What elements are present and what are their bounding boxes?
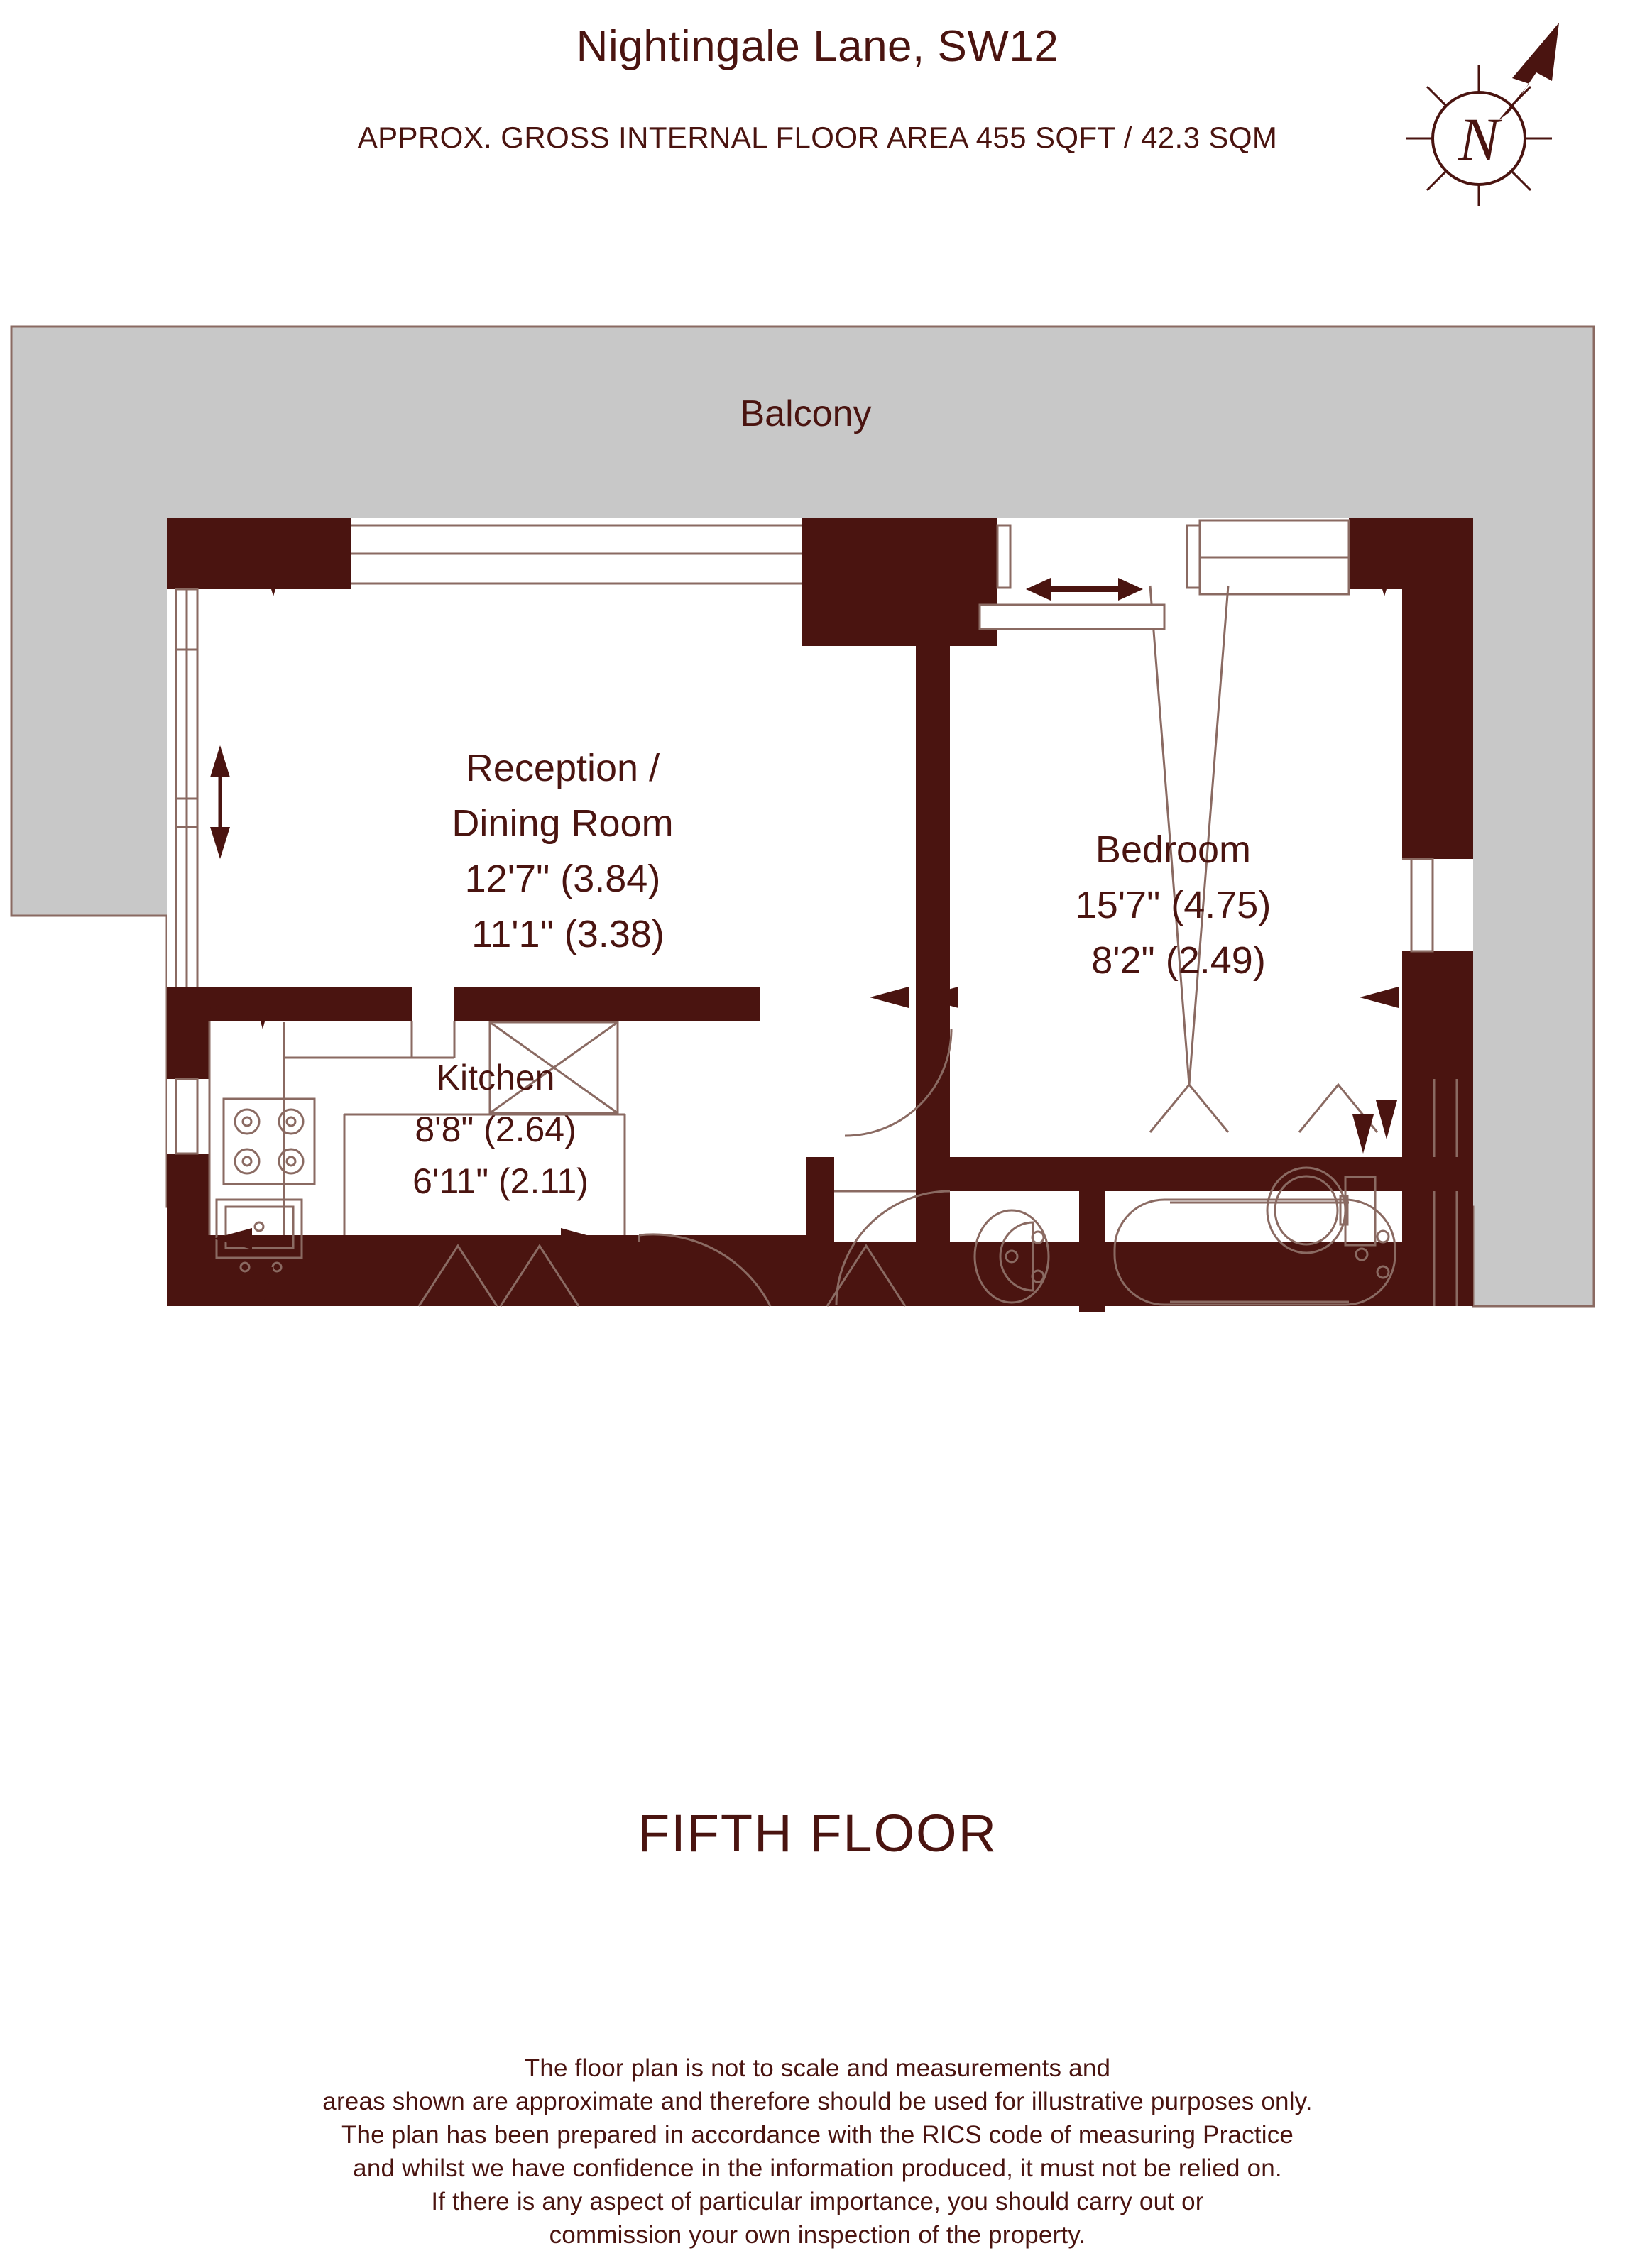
kitchen-sink-icon	[215, 1198, 303, 1273]
disclaimer-line: areas shown are approximate and therefor…	[322, 2088, 1313, 2115]
disclaimer-line: The plan has been prepared in accordance…	[341, 2121, 1294, 2149]
floor-plan: Balcony Reception / Dining Room 12'7" (3…	[10, 325, 1595, 1312]
toilet-icon	[1266, 1166, 1377, 1254]
room-label-bedroom: Bedroom 15'7" (4.75) 8'2" (2.49)	[1076, 828, 1282, 982]
floor-caption: FIFTH FLOOR	[637, 1804, 998, 1863]
disclaimer: The floor plan is not to scale and measu…	[0, 2051, 1635, 2252]
disclaimer-line: If there is any aspect of particular imp…	[431, 2188, 1204, 2215]
room-label-reception-dining-room: Reception / Dining Room 12'7" (3.84) 11'…	[452, 747, 684, 955]
kitchen-hob-icon	[222, 1097, 316, 1185]
room-label-kitchen: Kitchen 8'8" (2.64) 6'11" (2.11)	[412, 1058, 589, 1201]
dimension-arrows	[209, 561, 1399, 1306]
door-bedroom	[844, 1029, 953, 1137]
disclaimer-line: and whilst we have confidence in the inf…	[353, 2154, 1282, 2182]
floor-area-subtitle: APPROX. GROSS INTERNAL FLOOR AREA 455 SQ…	[357, 121, 1278, 154]
compass-arrow-icon	[1498, 23, 1559, 121]
compass-circle	[1431, 91, 1526, 186]
bathtub-icon	[1113, 1198, 1396, 1306]
page-title: Nightingale Lane, SW12	[576, 22, 1059, 71]
disclaimer-line: The floor plan is not to scale and measu…	[524, 2054, 1111, 2082]
kitchen-cupboard-doors-icon	[417, 1244, 907, 1307]
wash-basin-icon	[973, 1209, 1050, 1304]
disclaimer-line: commission your own inspection of the pr…	[549, 2221, 1086, 2249]
header: Nightingale Lane, SW12 APPROX. GROSS INT…	[0, 0, 1635, 227]
door-bathroom	[835, 1190, 951, 1305]
outer-walls	[167, 518, 1473, 1306]
interior-detail-lines	[208, 858, 1411, 1235]
sliding-door-track	[978, 603, 1166, 630]
interior-floor	[167, 518, 1473, 1306]
room-label-balcony: Balcony	[740, 393, 872, 434]
door-kitchen	[638, 1233, 772, 1307]
internal-walls	[167, 589, 1461, 1312]
compass-north-icon: N	[1406, 23, 1559, 206]
compass-north-label: N	[1458, 105, 1502, 173]
